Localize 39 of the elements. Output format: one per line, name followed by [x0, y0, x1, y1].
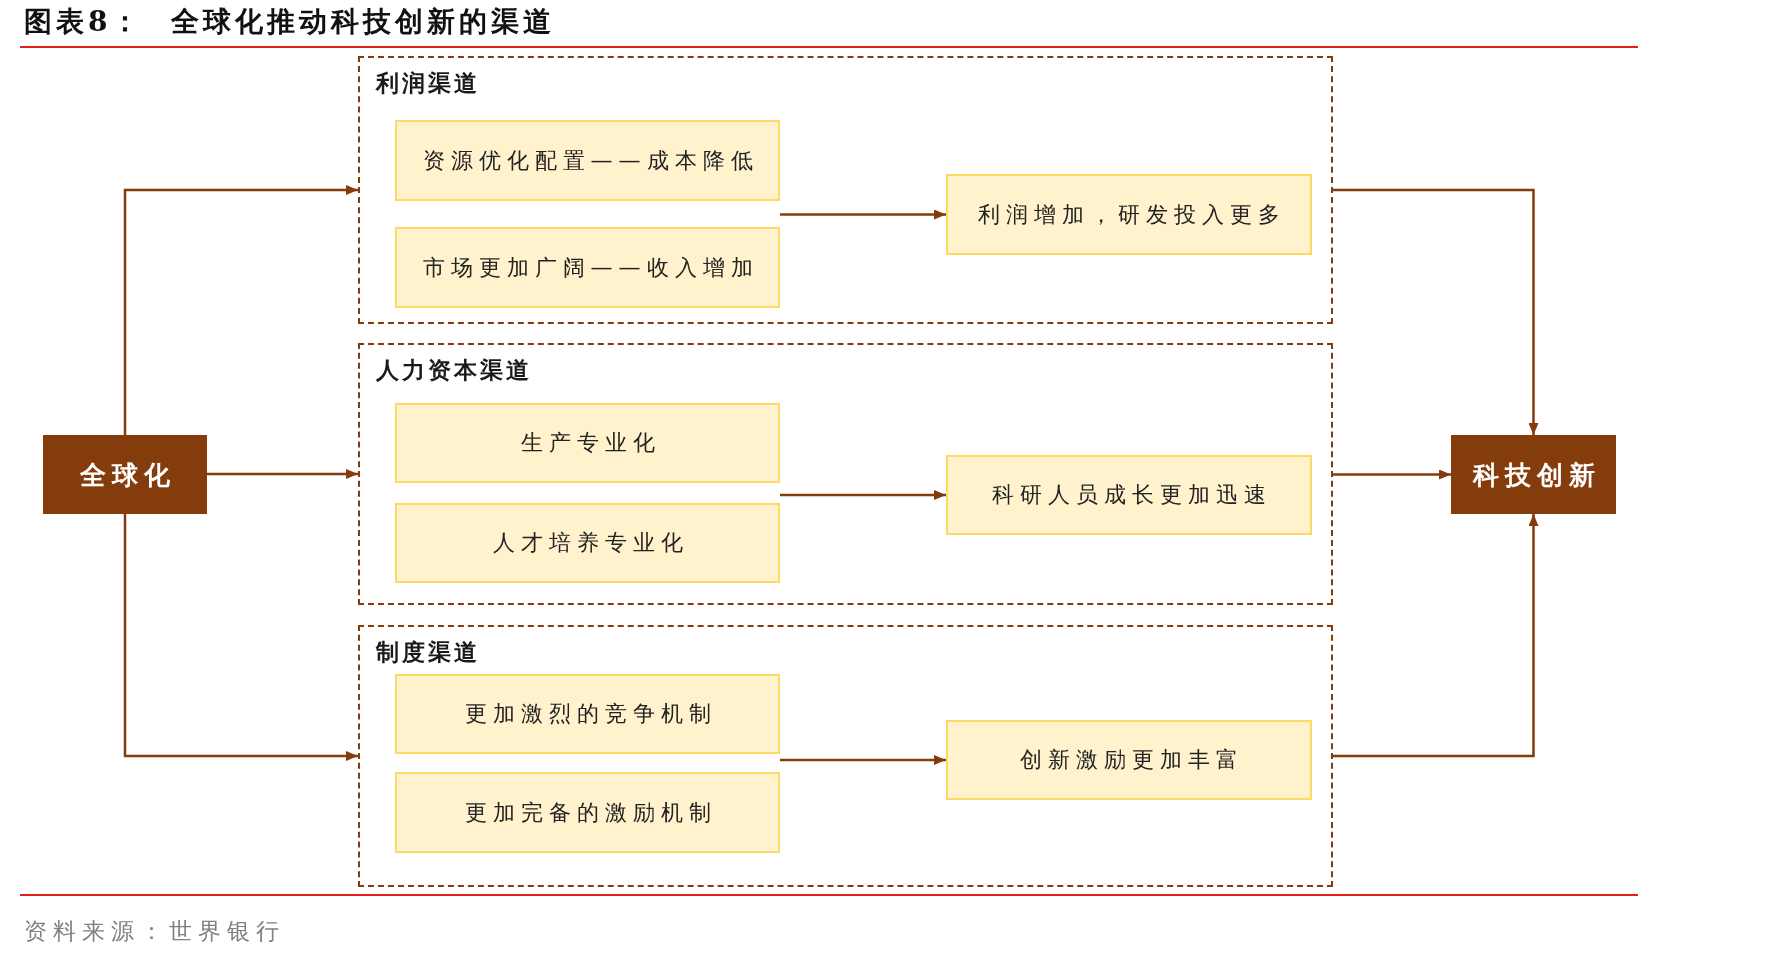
process-box — [946, 455, 1312, 535]
arrow — [780, 755, 946, 765]
process-box — [395, 403, 780, 483]
group-heading: 制度渠道 — [376, 638, 480, 666]
process-box — [946, 174, 1312, 255]
terminal-box — [1451, 435, 1616, 514]
box-label: 利润增加，研发投入更多 — [977, 200, 1286, 229]
arrow — [1333, 469, 1451, 480]
dashed-panel — [358, 56, 1333, 324]
process-box — [395, 772, 780, 853]
dashed-panel — [358, 625, 1333, 887]
dashed-panel — [358, 343, 1333, 605]
process-box — [946, 720, 1312, 800]
arrow — [780, 490, 946, 500]
arrow — [1333, 514, 1539, 758]
process-box — [395, 674, 780, 754]
source-note: 资料来源：世界银行 — [24, 917, 285, 946]
process-box — [395, 227, 780, 308]
group-heading: 人力资本渠道 — [376, 356, 532, 384]
box-label: 科技创新 — [1471, 458, 1601, 491]
terminal-box — [43, 435, 207, 514]
arrow — [1333, 188, 1539, 435]
arrow — [123, 514, 358, 761]
figure-title: 图表8： 全球化推动科技创新的渠道 — [24, 4, 556, 40]
box-label: 更加完备的激励机制 — [463, 798, 717, 827]
arrow — [780, 209, 946, 220]
box-label: 更加激烈的竞争机制 — [463, 700, 717, 728]
box-label: 资源优化配置——成本降低 — [421, 146, 759, 175]
group-heading: 利润渠道 — [376, 69, 480, 97]
box-label: 人才培养专业化 — [491, 529, 689, 557]
box-label: 全球化 — [79, 458, 176, 491]
box-label: 生产专业化 — [519, 429, 661, 457]
arrow — [207, 469, 358, 479]
box-label: 市场更加广阔——收入增加 — [421, 253, 759, 282]
arrow — [123, 185, 358, 435]
process-box — [395, 120, 780, 201]
box-label: 创新激励更加丰富 — [1019, 746, 1244, 774]
box-label: 科研人员成长更加迅速 — [991, 481, 1272, 509]
process-box — [395, 503, 780, 583]
